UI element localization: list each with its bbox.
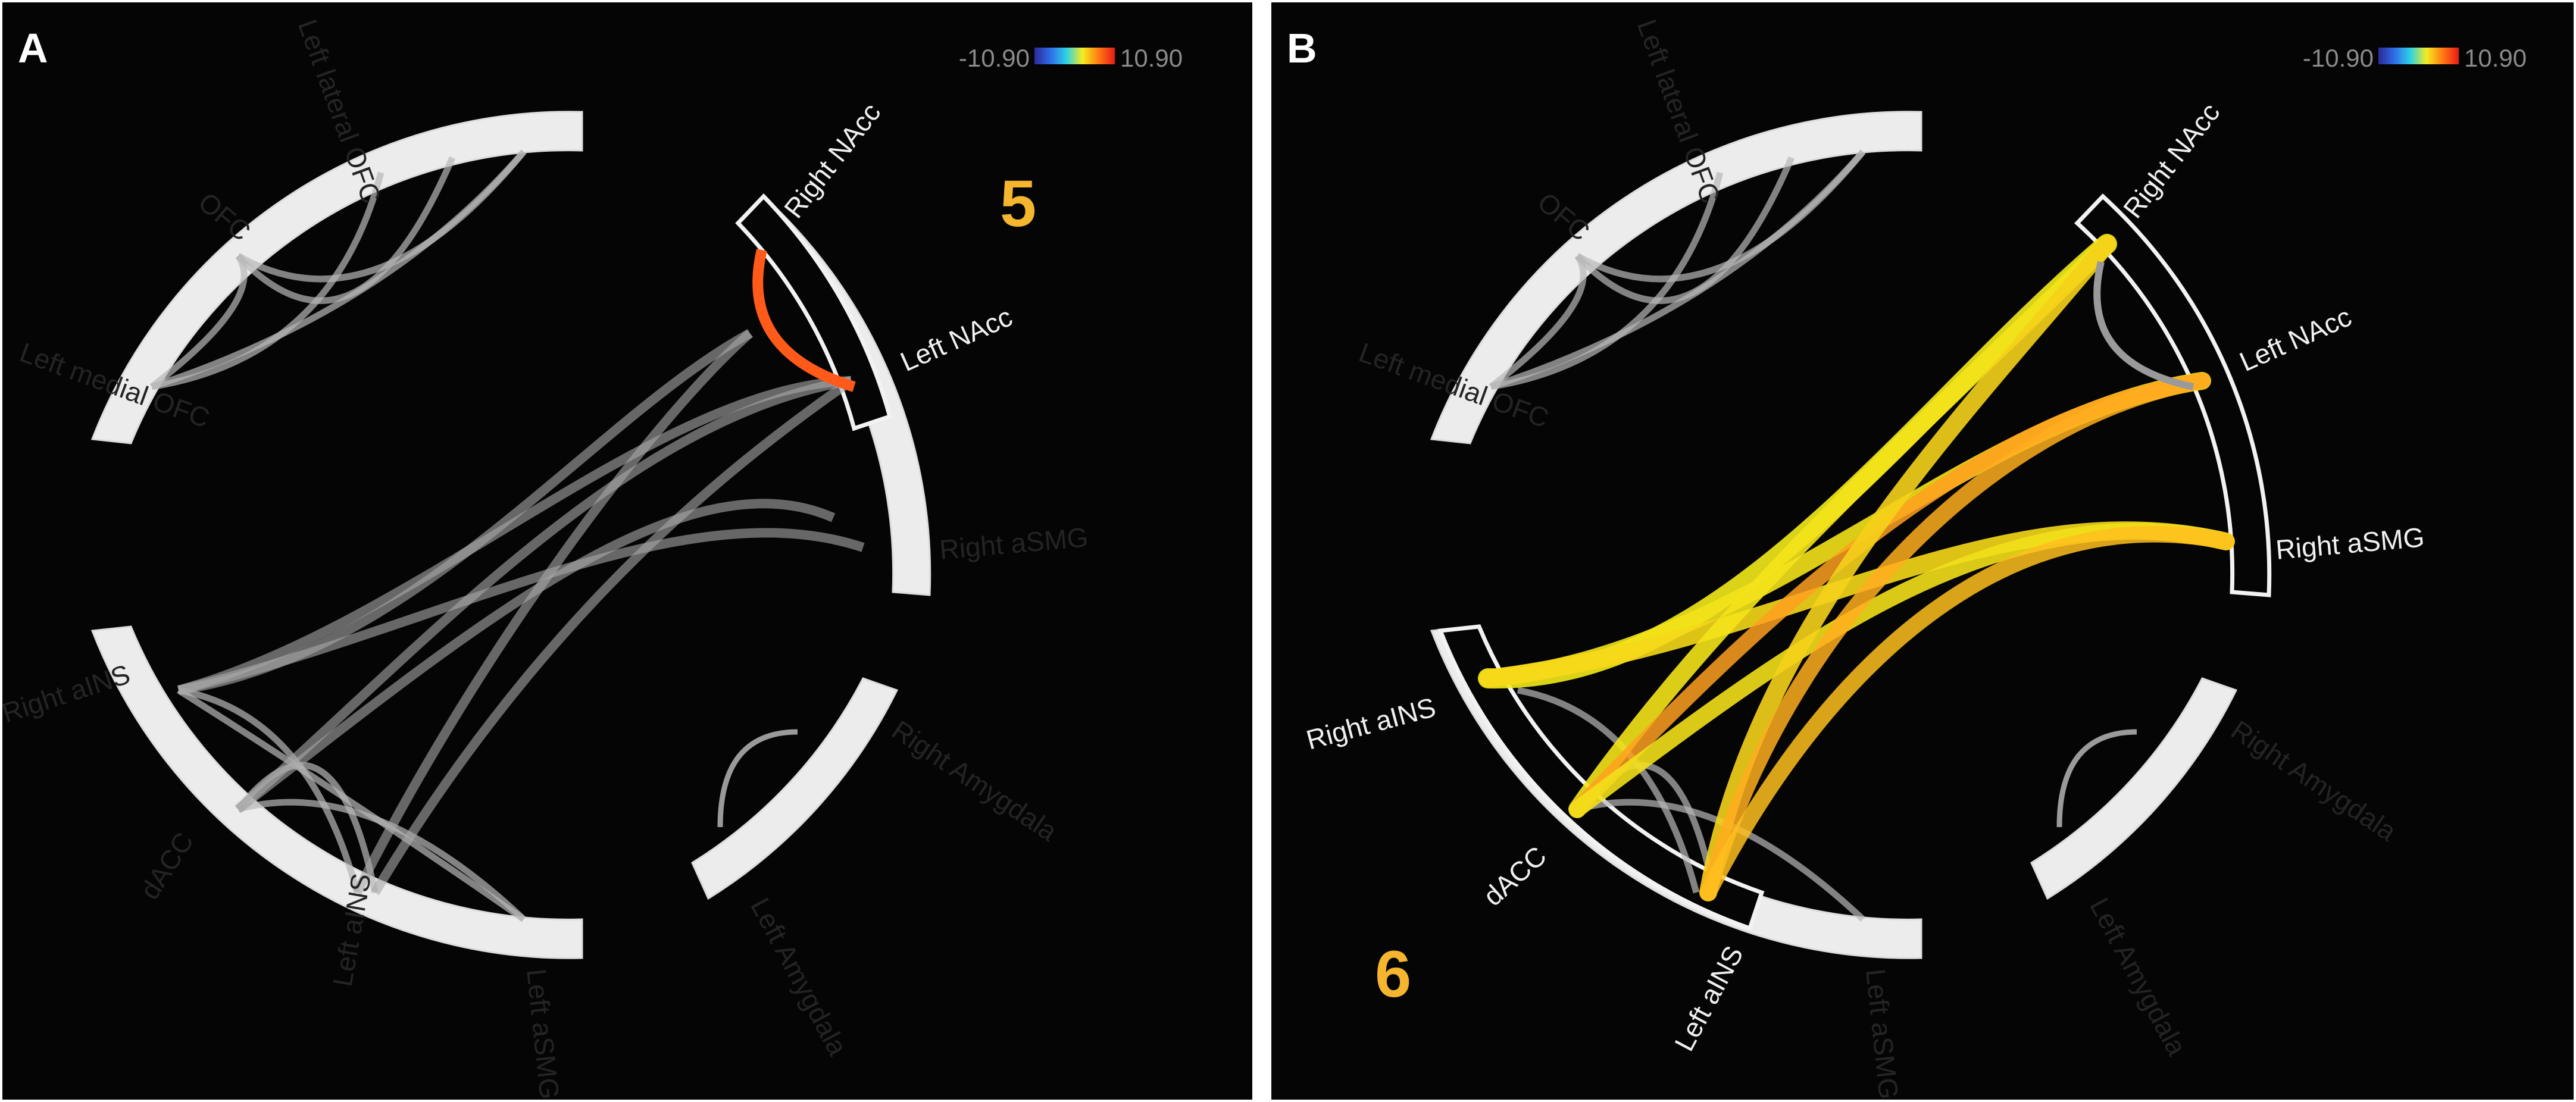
panel-b-ring-ains-block [1437, 624, 1765, 931]
panel-a-ofc-links [149, 149, 527, 390]
panel-a-amygdala-link [717, 729, 798, 828]
panel-a-count: 5 [1000, 167, 1036, 240]
panel-b-ring-top-left [1430, 111, 1922, 444]
panel-a-long-links [177, 328, 865, 896]
panel-a-colorbar-min: -10.90 [959, 44, 1030, 72]
panel-b-colorbar [2378, 48, 2459, 64]
panel-b-ring-nacc-block [2074, 193, 2272, 597]
panel-b-amygdala-link [2056, 729, 2137, 828]
panel-a-colorbar-max: 10.90 [1120, 44, 1183, 72]
panel-b-colorbar-max: 10.90 [2464, 44, 2527, 72]
panel-a-ring-bottom-left [90, 625, 583, 959]
panel-a-ring-top-left [90, 111, 583, 444]
panel-b-colorbar-min: -10.90 [2303, 44, 2374, 72]
panel-a-colorbar [1034, 48, 1115, 64]
panel-b-ring-right-bottom [2030, 677, 2238, 900]
panel-b: B -10.90 10.90 6 [1271, 2, 2574, 1101]
panel-a-ring-right-bottom [691, 677, 899, 900]
panel-b-nacc-link [2093, 261, 2194, 390]
panel-b-letter: B [1287, 25, 1317, 71]
panel-b-ofc-links [1489, 149, 1866, 390]
panel-a-ring-nacc-block [735, 193, 893, 431]
panel-a-letter: A [18, 25, 48, 71]
panel-a: A -10.90 10.90 5 [0, 2, 1252, 1101]
panel-a-nacc-link [752, 248, 856, 392]
panel-b-long-links [1478, 234, 2235, 901]
panel-b-background [1271, 2, 2574, 1100]
panel-b-count: 6 [1375, 938, 1411, 1011]
